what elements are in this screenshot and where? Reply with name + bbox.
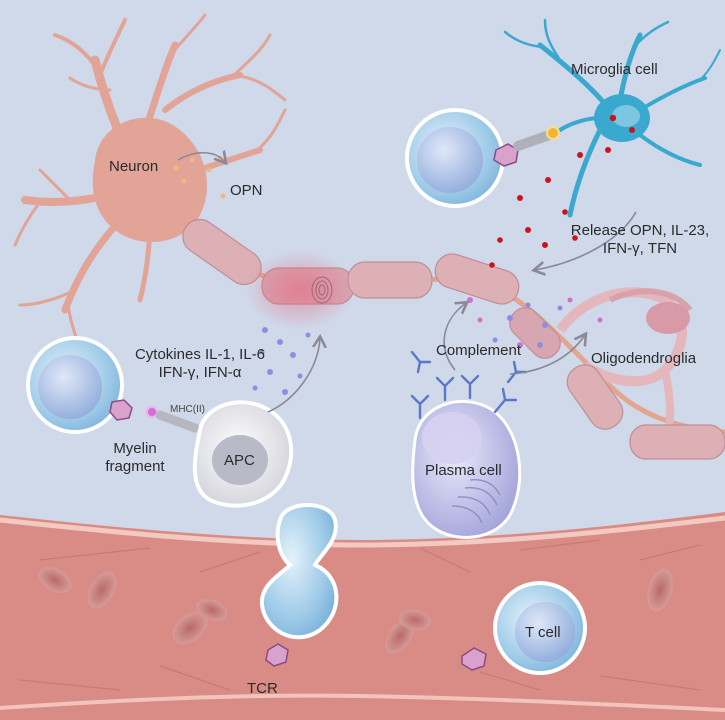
plasma-cell-label: Plasma cell [425, 462, 502, 479]
axon [182, 218, 725, 435]
cytokines-line1: Cytokines IL-1, IL-6 [134, 346, 266, 363]
oligodendroglia [556, 287, 725, 460]
arrow-cytokines [267, 338, 320, 413]
red-blood-cell [38, 566, 72, 594]
microglia-cell [503, 18, 721, 218]
myelin-segment [347, 261, 433, 299]
mhc-label: MHC(II) [170, 404, 205, 415]
arrow-complement-left [443, 303, 466, 371]
tcr-receptor-icon [109, 399, 133, 421]
red-blood-cell [647, 568, 673, 612]
arrow-complement-right [509, 335, 585, 375]
complement-label: Complement [436, 342, 522, 359]
myelin-line2: fragment [105, 458, 165, 475]
complement-dots [467, 297, 603, 348]
release-dots [489, 114, 635, 268]
red-blood-cell [399, 609, 431, 631]
cytokines-label: Cytokines IL-1, IL-6 IFN-γ, IFN-α [130, 346, 270, 382]
blood-vessel [0, 512, 725, 720]
tcr-receptor-icon [461, 647, 487, 671]
neuron-label: Neuron [109, 158, 159, 175]
apc-cell [192, 400, 294, 508]
microglia-cell-label: Microglia cell [571, 61, 658, 78]
release-line1: Release OPN, IL-23, [570, 222, 710, 239]
red-blood-cells [38, 566, 673, 654]
apc-label: APC [224, 452, 255, 469]
tcr-label: TCR [247, 680, 278, 697]
tcr-receptor-icon [265, 643, 289, 667]
release-label: Release OPN, IL-23, IFN-γ, TFN [565, 222, 715, 258]
cytokine-dots [252, 302, 563, 395]
myelin-segment [566, 364, 624, 430]
red-blood-cell [87, 571, 117, 609]
t-cell-vessel [461, 581, 587, 675]
arrow-neuron-opn [177, 153, 225, 162]
myelin-segment [629, 424, 725, 460]
t-cell-transmigrating [259, 503, 339, 667]
t-cell-label: T cell [525, 624, 561, 641]
t-cell-microglia-contact [405, 108, 560, 208]
myelin-line1: Myelin [113, 440, 157, 457]
t-cell-left [26, 336, 200, 434]
release-line2: IFN-γ, TFN [602, 240, 678, 257]
myelin-fragment-label: Myelin fragment [95, 440, 175, 476]
myelin-segment [434, 253, 520, 305]
myelin-fragment-icon [146, 406, 158, 418]
red-blood-cell [172, 611, 208, 645]
arrow-release [535, 211, 637, 270]
cytokines-line2: IFN-γ, IFN-α [158, 364, 242, 381]
tcr-receptor-icon [493, 143, 519, 167]
red-blood-cell [196, 599, 228, 621]
oligodendroglia-label: Oligodendroglia [591, 350, 697, 367]
arrows [177, 153, 637, 413]
plasma-cell [410, 350, 528, 539]
opn-label: OPN [230, 182, 263, 199]
